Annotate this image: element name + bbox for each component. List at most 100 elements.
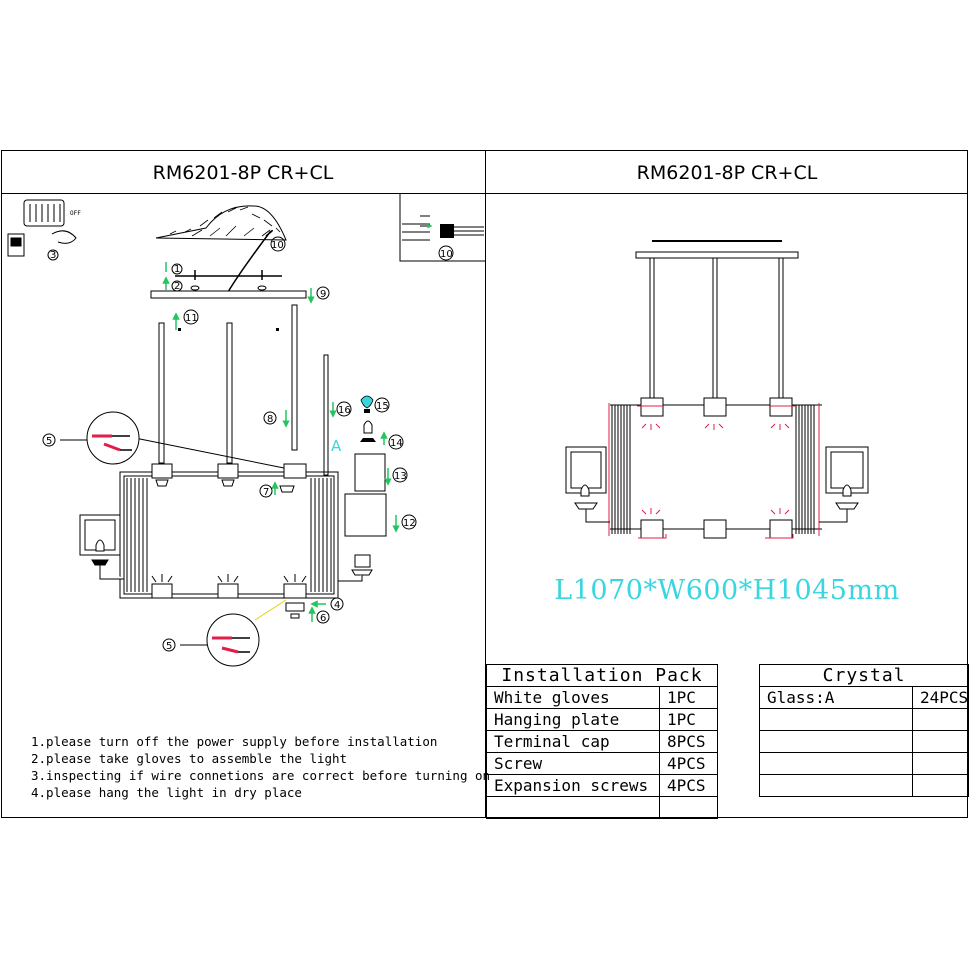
bottom-sockets-left (151, 574, 307, 599)
pack-item: Terminal cap (486, 730, 660, 753)
pack-item: Screw (486, 752, 660, 775)
callout-6: 6 (316, 610, 330, 624)
crystal-qty (911, 730, 970, 753)
svg-text:2: 2 (174, 281, 180, 292)
table-row (759, 752, 970, 775)
svg-text:15: 15 (376, 401, 389, 412)
crystal-qty: 24PCS (911, 686, 970, 709)
panel-divider (485, 150, 486, 818)
main-frame-left (119, 471, 339, 599)
power-off-icon: OFF (7, 199, 81, 257)
crystal-item (759, 774, 913, 797)
pack-item (486, 796, 660, 819)
callout-8: 8 (263, 411, 277, 425)
callout-13: 13 (392, 467, 408, 483)
pack-qty: 1PC (659, 708, 718, 731)
callout-1: 1 (171, 263, 183, 275)
svg-text:4: 4 (334, 600, 340, 611)
callout-5-top: 5 (42, 433, 56, 447)
pack-qty: 1PC (659, 686, 718, 709)
crystal-qty (911, 752, 970, 775)
crystal-item (759, 708, 913, 731)
callout-3: 3 (47, 249, 59, 261)
svg-text:5: 5 (166, 641, 172, 652)
crystal-qty (911, 708, 970, 731)
svg-text:6: 6 (320, 613, 326, 624)
svg-text:10: 10 (271, 240, 284, 251)
svg-text:7: 7 (263, 487, 269, 498)
crystal-panel-large (344, 493, 387, 537)
installation-pack-title: Installation Pack (486, 664, 718, 687)
callout-4: 4 (330, 597, 344, 611)
crystal-qty (911, 774, 970, 797)
pack-qty: 4PCS (659, 752, 718, 775)
title-row-divider (1, 193, 968, 194)
crystal-rods-right (770, 403, 820, 536)
suspension-rods-left (158, 304, 329, 476)
table-row (486, 796, 718, 819)
pack-qty (659, 796, 718, 819)
svg-text:1: 1 (174, 264, 180, 275)
assembled-side-lamp-right (819, 446, 869, 523)
crystal-item (759, 730, 913, 753)
svg-text:13: 13 (394, 471, 407, 482)
svg-text:14: 14 (390, 438, 403, 449)
svg-text:16: 16 (338, 405, 351, 416)
svg-text:8: 8 (267, 414, 273, 425)
table-row (759, 708, 970, 731)
callout-12: 12 (401, 514, 417, 530)
dimensions-label: L1070*W600*H1045mm (554, 575, 900, 606)
svg-text:9: 9 (320, 289, 326, 300)
pack-qty: 8PCS (659, 730, 718, 753)
callout-10-left: 10 (270, 236, 286, 252)
section-label-a: A (331, 437, 342, 455)
callout-14: 14 (388, 434, 404, 450)
callout-15: 15 (374, 397, 390, 413)
pack-item: Hanging plate (486, 708, 660, 731)
assembled-side-lamp-left (565, 446, 610, 523)
wire-detail-top (86, 411, 140, 465)
terminal-block-inset (399, 193, 485, 262)
callout-9: 9 (316, 286, 330, 300)
callout-5-bottom: 5 (162, 638, 176, 652)
side-lamp-left (79, 514, 124, 580)
pack-qty: 4PCS (659, 774, 718, 797)
wire-detail-bottom (206, 613, 260, 667)
red-highlights (638, 423, 794, 539)
svg-text:10: 10 (440, 249, 453, 260)
crystal-item (759, 752, 913, 775)
callout-16: 16 (336, 401, 352, 417)
note-3: 3.inspecting if wire connetions are corr… (31, 768, 491, 783)
side-lamp-right (338, 554, 373, 582)
svg-text:12: 12 (403, 518, 416, 529)
right-panel-title: RM6201-8P CR+CL (636, 162, 818, 184)
callout-11: 11 (183, 309, 199, 325)
crystal-panel-small (354, 453, 386, 492)
note-2: 2.please take gloves to assemble the lig… (31, 751, 348, 766)
installation-notes: 1.please turn off the power supply befor… (31, 733, 490, 801)
crystal-title: Crystal (758, 664, 970, 687)
table-row (759, 730, 970, 753)
pack-item: White gloves (486, 686, 660, 709)
svg-text:11: 11 (185, 313, 198, 324)
note-1: 1.please turn off the power supply befor… (31, 734, 438, 749)
assembled-fixture (610, 240, 822, 539)
canopy-plate (150, 290, 307, 299)
svg-text:OFF: OFF (70, 210, 81, 217)
drawing-frame (1, 150, 968, 818)
bulb-icon (360, 395, 374, 413)
pack-item: Expansion screws (486, 774, 660, 797)
callout-7: 7 (259, 484, 273, 498)
crystal-item: Glass:A (759, 686, 913, 709)
left-panel-title: RM6201-8P CR+CL (152, 162, 334, 184)
svg-text:5: 5 (46, 436, 52, 447)
